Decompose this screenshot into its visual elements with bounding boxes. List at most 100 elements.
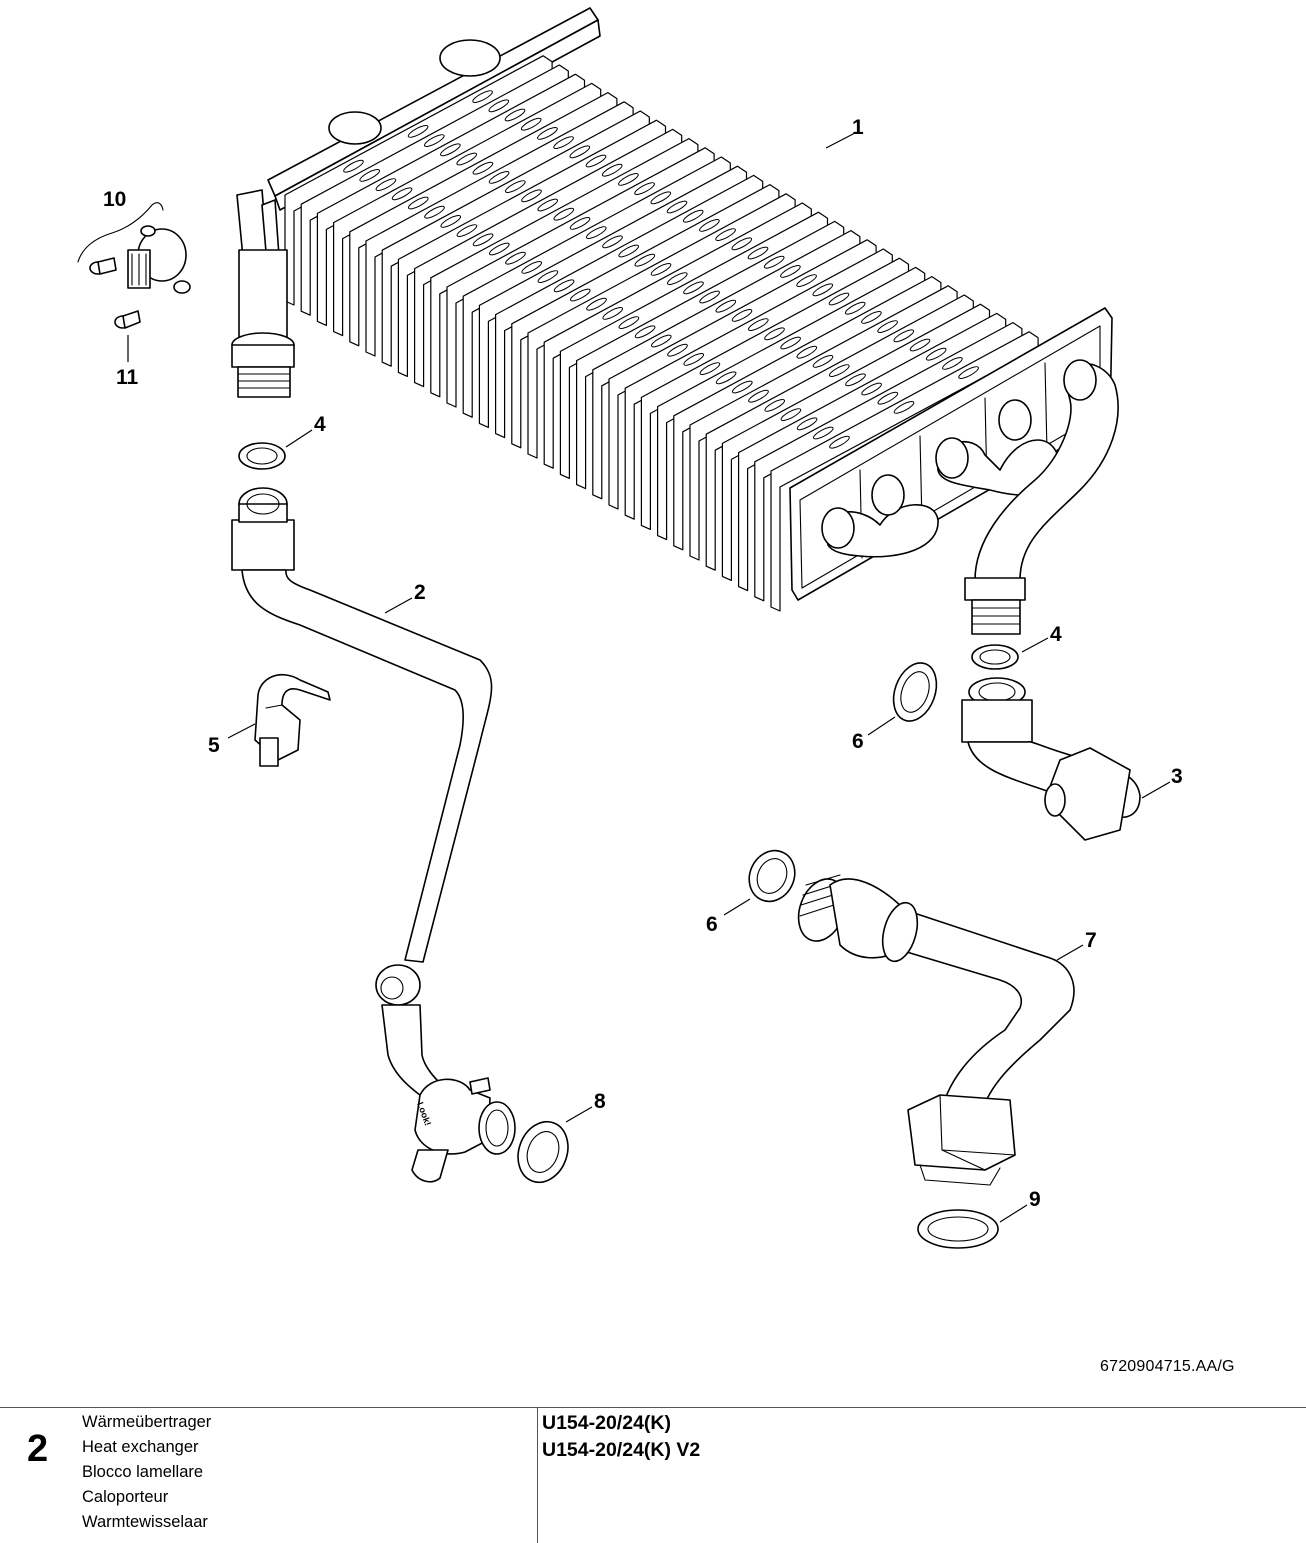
left-outlet-pipe xyxy=(231,189,295,398)
fin-slot xyxy=(893,401,915,414)
gasket-4-left xyxy=(238,442,286,470)
fin-slot xyxy=(423,134,445,147)
fin-slot xyxy=(456,224,478,237)
fin-slot xyxy=(569,145,591,159)
fin-slot xyxy=(407,125,429,138)
fin-slot xyxy=(715,371,737,385)
fin-slot xyxy=(537,270,559,283)
title-nl: Warmtewisselaar xyxy=(82,1513,208,1531)
fin xyxy=(770,331,1039,612)
fin-slot xyxy=(359,169,381,182)
fin-slot xyxy=(763,255,785,269)
title-en: Heat exchanger xyxy=(82,1438,199,1456)
fin-slot xyxy=(650,191,672,205)
heat-exchanger-block xyxy=(267,7,1113,612)
fin-slot xyxy=(812,426,834,440)
callout-1: 1 xyxy=(852,116,864,139)
fin-slot xyxy=(488,242,510,256)
pipe-3 xyxy=(961,677,1141,841)
clip-5 xyxy=(254,674,331,767)
fin-slot xyxy=(634,253,656,267)
fin-slot xyxy=(861,311,882,324)
fin-slot xyxy=(537,198,559,212)
gasket-9 xyxy=(917,1209,999,1249)
fin-slot xyxy=(796,345,818,359)
fin-slot xyxy=(780,265,801,278)
fin-slot xyxy=(650,263,672,276)
title-de: Wärmeübertrager xyxy=(82,1413,212,1431)
gasket-4-right xyxy=(971,644,1019,670)
fin-slot xyxy=(731,380,753,394)
fin-slot xyxy=(488,171,510,184)
footer-table xyxy=(0,1407,1306,1543)
fin-slot xyxy=(472,90,493,103)
fin-slot xyxy=(569,288,591,302)
fin-slot xyxy=(731,237,753,251)
fin-slot xyxy=(828,292,850,306)
fin-slot xyxy=(893,329,915,343)
fin-slot xyxy=(682,209,704,223)
fin-slot xyxy=(748,389,769,403)
figure-number: 2 xyxy=(27,1428,49,1470)
fin-slot xyxy=(780,408,802,421)
leader-lines xyxy=(127,132,1171,1223)
fin-slot xyxy=(504,180,526,193)
fin-slot xyxy=(553,207,575,221)
fin-slot xyxy=(618,173,639,186)
fin-slot xyxy=(521,189,542,203)
fin-slot xyxy=(602,235,623,249)
fin-slot xyxy=(601,163,623,177)
fin-slot xyxy=(586,297,607,311)
fin-slot xyxy=(553,279,575,293)
fin-slot xyxy=(666,200,688,214)
fin-slot xyxy=(796,417,818,431)
fin-slot xyxy=(407,196,429,210)
gasket-8 xyxy=(517,1120,569,1184)
model-2: U154-20/24(K) V2 xyxy=(542,1439,701,1461)
fin-slot xyxy=(537,127,558,140)
fin-slot xyxy=(699,290,720,304)
temperature-limiter xyxy=(77,202,191,294)
fin-slot xyxy=(424,205,445,219)
footer-divider xyxy=(537,1408,538,1543)
fin-slot xyxy=(861,382,882,396)
fin-slot xyxy=(472,161,494,175)
fin-slot xyxy=(553,136,574,149)
fin-slot xyxy=(764,399,786,412)
fin-slot xyxy=(796,274,817,287)
exploded-parts-drawing: Look! xyxy=(77,7,1183,1249)
fin-slot xyxy=(667,343,688,357)
fin-slot xyxy=(618,316,640,329)
title-it: Blocco lamellare xyxy=(82,1463,204,1481)
fin-slot xyxy=(456,152,478,166)
fin-slot xyxy=(812,283,834,297)
fin-slot xyxy=(520,117,542,131)
fin-slot xyxy=(845,373,866,387)
heat-exchanger-fins xyxy=(284,55,1039,612)
fin-slot xyxy=(844,301,866,315)
fin-slot xyxy=(634,182,655,195)
fin-slot xyxy=(488,99,510,113)
fin-slot xyxy=(747,246,769,260)
fin-slot xyxy=(602,307,624,320)
callout-6-lower: 6 xyxy=(706,913,718,936)
pipe-7 xyxy=(797,874,1075,1186)
fin-slot xyxy=(521,261,543,274)
callout-11: 11 xyxy=(116,366,139,389)
title-fr: Caloporteur xyxy=(82,1488,169,1506)
fin-slot xyxy=(731,309,753,322)
callout-9: 9 xyxy=(1029,1188,1041,1211)
fin-slot xyxy=(715,299,737,313)
fin-slot xyxy=(958,366,979,379)
callout-3: 3 xyxy=(1171,765,1183,788)
fin-slot xyxy=(699,362,721,375)
fin-slot xyxy=(715,228,736,241)
fin-slot xyxy=(925,347,947,361)
fin-slot xyxy=(440,215,462,228)
part-titles: Wärmeübertrager Heat exchanger Blocco la… xyxy=(82,1410,211,1535)
fin-slot xyxy=(650,334,672,348)
fin-slot xyxy=(618,244,640,258)
fin-slot xyxy=(569,217,591,230)
return-bends xyxy=(821,359,1119,635)
fin-slot xyxy=(585,154,607,168)
